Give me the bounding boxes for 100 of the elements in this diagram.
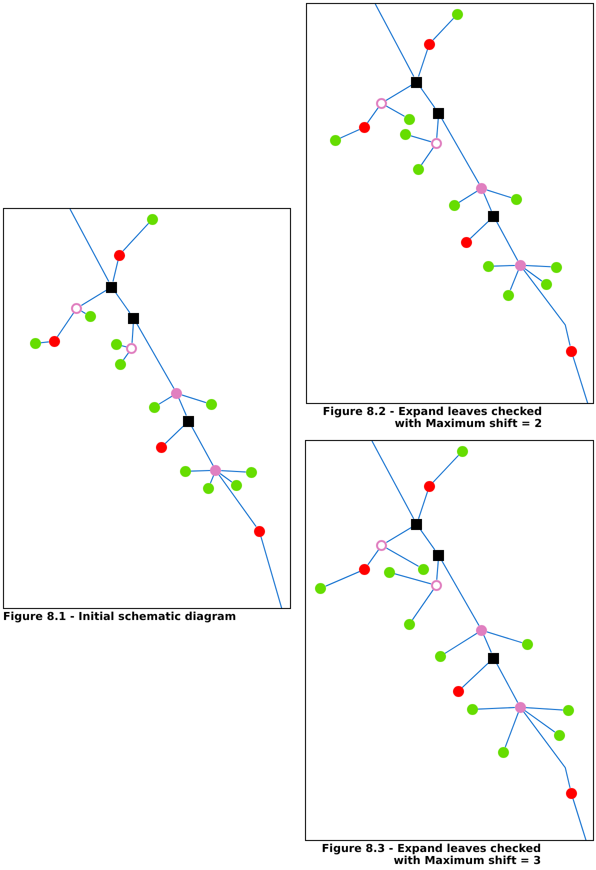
network-line	[115, 292, 130, 314]
node-dot	[514, 702, 526, 713]
network-line	[190, 470, 211, 472]
network-line	[418, 48, 428, 77]
network-line	[56, 312, 74, 338]
node-dot	[466, 704, 478, 715]
network-line	[418, 491, 428, 520]
node-ring	[430, 138, 442, 149]
network-line	[523, 269, 571, 346]
network-line	[132, 323, 134, 344]
network-line	[260, 536, 282, 609]
network-line	[80, 290, 107, 306]
node-dot	[418, 564, 429, 574]
network-line	[496, 221, 518, 261]
network-line	[470, 221, 489, 240]
figure-caption: Figure 8.3 - Expand leaves checked with Maximum shift = 3	[320, 843, 541, 867]
node-dot	[412, 164, 424, 175]
node-square	[433, 108, 444, 119]
node-dot	[460, 236, 472, 248]
node-dot	[210, 464, 222, 476]
node-dot	[482, 260, 494, 272]
network-line	[40, 341, 50, 344]
node-dot	[566, 788, 577, 799]
network-line	[432, 454, 460, 483]
network-line	[436, 118, 439, 138]
node-dot	[110, 338, 122, 350]
network-line	[572, 356, 588, 404]
node-square	[183, 416, 194, 426]
node-dot	[358, 122, 370, 133]
node-dot	[146, 214, 158, 225]
network-line	[420, 529, 436, 550]
node-dot	[246, 466, 257, 478]
node-square	[411, 76, 422, 88]
network-line	[178, 398, 187, 416]
node-dot	[554, 730, 565, 741]
network-line	[477, 707, 516, 710]
network-line	[504, 712, 519, 748]
node-ring	[430, 580, 442, 591]
network-line	[325, 570, 360, 587]
node-dot	[384, 566, 395, 578]
node-dot	[156, 442, 167, 453]
network-line	[524, 710, 556, 733]
network-line	[394, 573, 432, 584]
network-line	[191, 426, 214, 466]
network-line	[220, 470, 246, 472]
node-dot	[359, 564, 370, 575]
network-line	[420, 87, 436, 108]
node-dot	[171, 388, 182, 399]
node-dot	[452, 686, 464, 697]
node-dot	[114, 358, 126, 370]
network-line	[386, 84, 412, 101]
network-line	[525, 707, 564, 710]
node-dot	[540, 278, 552, 290]
network-line	[386, 527, 412, 543]
node-dot	[404, 618, 415, 630]
network-line	[367, 549, 380, 566]
node-dot	[566, 346, 577, 356]
node-dot	[114, 250, 125, 260]
network-line	[493, 264, 516, 267]
node-dot	[476, 624, 488, 636]
network-line	[524, 268, 542, 282]
network-line	[510, 270, 519, 290]
network-line	[122, 222, 150, 252]
network-line	[374, 4, 414, 77]
node-dot	[434, 650, 446, 662]
network-line	[218, 474, 257, 528]
node-dot	[562, 704, 574, 716]
node-dot	[550, 262, 562, 272]
node-ring	[126, 342, 138, 354]
network-line	[158, 396, 172, 405]
node-ring	[71, 302, 82, 314]
network-line	[572, 798, 586, 841]
network-line	[112, 260, 119, 282]
network-line	[386, 106, 405, 117]
network-line	[121, 345, 127, 348]
node-dot	[230, 480, 242, 491]
network-line	[181, 394, 207, 404]
node-square	[433, 550, 444, 561]
node-dot	[84, 310, 96, 322]
figure-caption: Figure 8.1 - Initial schematic diagram	[3, 611, 238, 623]
network-line	[372, 440, 414, 520]
network-line	[523, 711, 571, 788]
network-line	[340, 129, 360, 139]
network-line	[164, 426, 184, 444]
node-dot	[476, 182, 488, 194]
node-dot	[424, 480, 435, 492]
network-line	[462, 662, 489, 688]
network-line	[458, 190, 478, 203]
node-dot	[424, 38, 435, 50]
network-line	[441, 560, 480, 626]
node-dot	[404, 114, 415, 124]
node-dot	[510, 194, 522, 205]
node-dot	[148, 402, 160, 412]
network-line	[483, 634, 492, 653]
node-dot	[48, 336, 60, 347]
node-dot	[498, 746, 509, 758]
network-line	[432, 18, 454, 40]
network-line	[412, 589, 434, 620]
node-dot	[254, 526, 265, 536]
network-line	[70, 208, 110, 282]
